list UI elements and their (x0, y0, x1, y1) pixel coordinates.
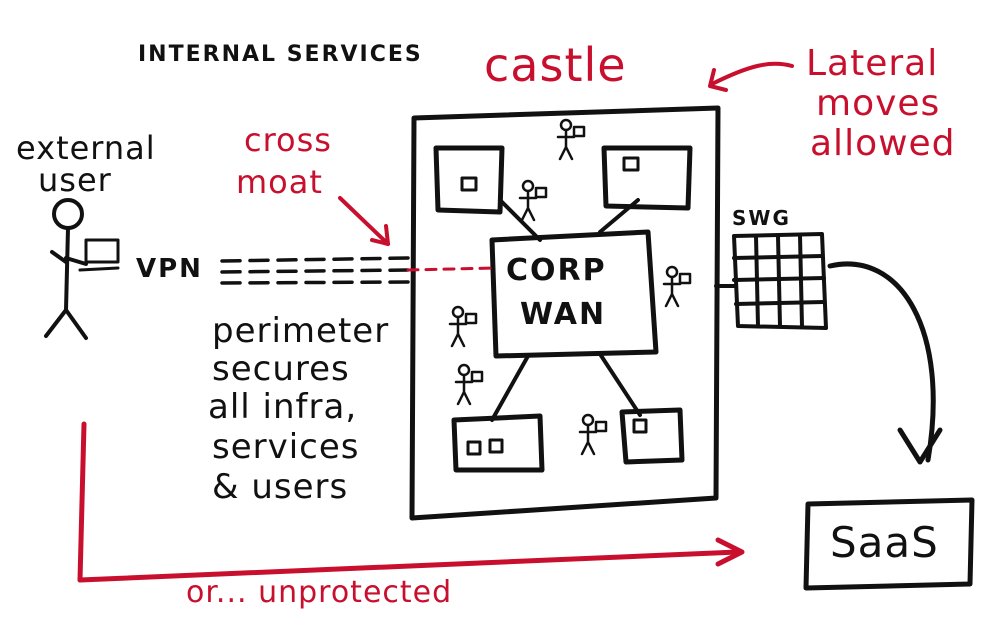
internal-services-label: INTERNAL SERVICES (138, 42, 423, 67)
unprotected-arrow (77, 421, 745, 583)
castle-boundary (409, 105, 721, 521)
castle-label: castle (484, 38, 627, 92)
perimeter-label-line2: secures (212, 349, 350, 389)
cross-moat-label-line1: cross (244, 121, 332, 159)
lateral-moves-arrow (708, 61, 794, 92)
saas-label: SaaS (830, 518, 939, 567)
internal-users (448, 118, 692, 456)
unprotected-label: or... unprotected (186, 575, 453, 610)
cross-moat-arrow (338, 196, 390, 246)
corp-wan-label-line2: WAN (520, 297, 607, 332)
lateral-label-line1: Lateral (806, 43, 939, 84)
site-top-left (433, 145, 505, 215)
perimeter-label-line3: all infra, (208, 387, 358, 427)
corp-wan-label-line1: CORP (506, 253, 607, 288)
internal-user-1 (556, 118, 586, 161)
corp-wan-box (489, 229, 659, 359)
vpn-label: VPN (136, 254, 203, 284)
internal-user-3 (662, 265, 692, 308)
external-user-figure (44, 198, 120, 340)
saas-box (803, 497, 975, 591)
swg-grid (732, 232, 828, 330)
site-top-right (601, 145, 693, 211)
vpn-inner-line (406, 266, 498, 272)
external-user-label-line1: external (16, 129, 156, 167)
internal-user-6 (578, 413, 608, 456)
perimeter-label-line5: & users (212, 467, 349, 507)
site-bottom-right (619, 407, 685, 465)
site-bottom-left (451, 413, 545, 473)
internal-user-2 (518, 179, 548, 222)
cross-moat-label-line2: moat (236, 163, 323, 201)
internal-user-5 (454, 363, 484, 406)
vpn-tunnel (220, 256, 410, 285)
perimeter-label-line4: services (212, 427, 360, 467)
swg-label: SWG (732, 206, 791, 230)
swg-to-saas-arrow (827, 261, 943, 465)
external-user-label-line2: user (38, 161, 112, 199)
internal-user-4 (448, 305, 478, 348)
lateral-label-line3: allowed (810, 123, 956, 164)
perimeter-label-line1: perimeter (212, 311, 390, 351)
lateral-label-line2: moves (816, 83, 941, 124)
